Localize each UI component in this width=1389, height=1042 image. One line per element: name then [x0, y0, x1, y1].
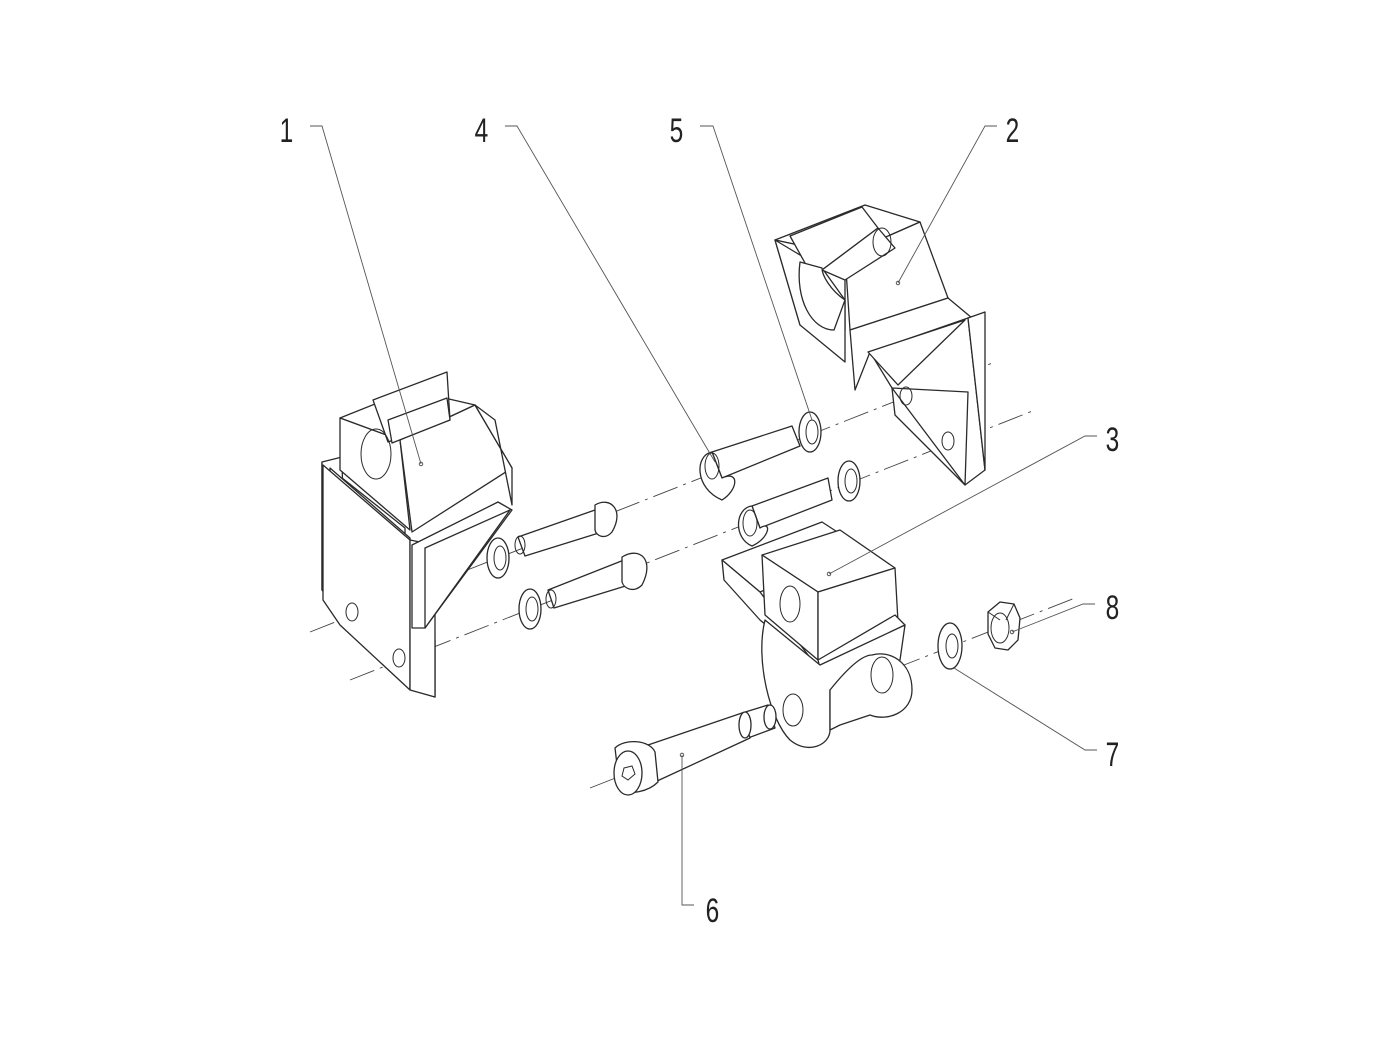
- leader-2: [897, 125, 997, 284]
- callout-2: 2: [1006, 112, 1020, 150]
- part-6-shoulder-bolt: [613, 704, 777, 796]
- callout-1: 1: [280, 112, 294, 150]
- bolt-upper-left: [514, 501, 618, 557]
- bolt-lower-left: [545, 552, 648, 609]
- lock-washers: [486, 411, 861, 630]
- leader-6: [681, 755, 694, 906]
- lock-washer-b: [518, 588, 542, 630]
- leader-lines: [310, 125, 1097, 906]
- callout-8: 8: [1106, 589, 1120, 627]
- callout-6: 6: [706, 892, 720, 930]
- leader-5: [700, 125, 813, 421]
- callout-4: 4: [475, 112, 489, 150]
- leader-8: [1011, 603, 1095, 633]
- part-2-right-bracket: [774, 204, 986, 486]
- callout-3: 3: [1106, 421, 1120, 459]
- bolt-upper-right: [699, 425, 801, 501]
- lock-washer-d: [837, 460, 861, 502]
- leader-4: [505, 125, 716, 463]
- part-3-hinge-block: [721, 521, 913, 749]
- leader-3: [828, 435, 1097, 575]
- part-1-left-bracket: [321, 371, 513, 698]
- leader-7: [953, 667, 1097, 751]
- bolt-mid-right: [737, 477, 833, 547]
- leader-1: [310, 125, 422, 465]
- lock-washer-c: [798, 411, 822, 453]
- callout-5: 5: [670, 112, 684, 150]
- part-4-bolts: [514, 425, 833, 609]
- lock-washer-a: [486, 537, 510, 579]
- callout-7: 7: [1106, 736, 1120, 774]
- part-7-flat-washer: [937, 622, 963, 670]
- part-8-lock-nut: [987, 601, 1021, 651]
- callout-labels: 1 2 3 4 5 6 7 8: [280, 112, 1120, 930]
